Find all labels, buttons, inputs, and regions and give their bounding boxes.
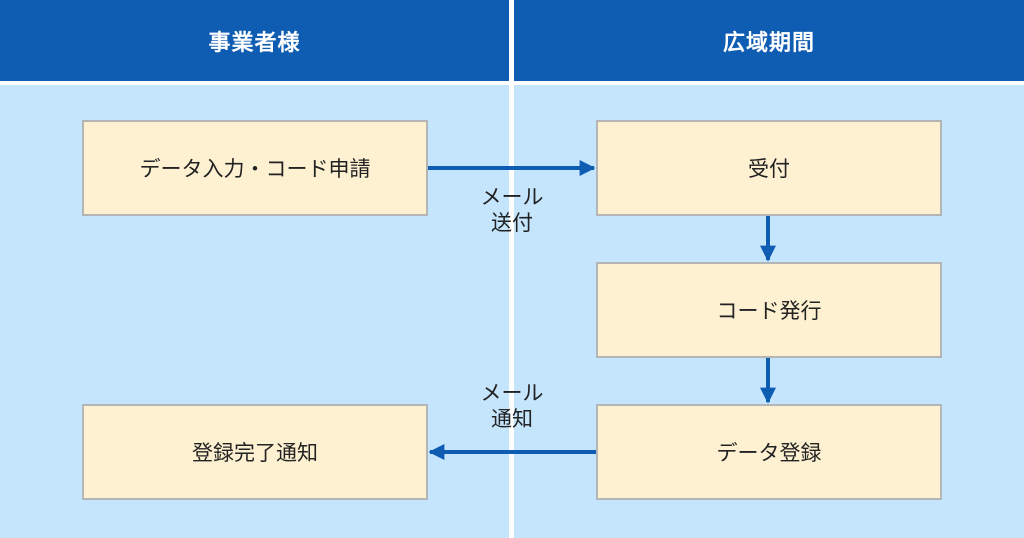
edge-label-mail-send-line1: メール xyxy=(480,185,544,209)
lane-header-business: 事業者様 xyxy=(0,0,509,81)
edge-label-mail-notify-line2: 通知 xyxy=(491,407,533,431)
lane-header-regional: 広域期間 xyxy=(514,0,1024,81)
node-registration-complete: 登録完了通知 xyxy=(82,404,428,500)
edge-label-mail-send: メール 送付 xyxy=(462,184,562,236)
edge-label-mail-notify: メール 通知 xyxy=(462,380,562,432)
edge-label-mail-send-line2: 送付 xyxy=(491,211,533,235)
node-receipt: 受付 xyxy=(596,120,942,216)
node-data-register: データ登録 xyxy=(596,404,942,500)
node-data-input: データ入力・コード申請 xyxy=(82,120,428,216)
node-code-issue: コード発行 xyxy=(596,262,942,358)
edge-label-mail-notify-line1: メール xyxy=(480,381,544,405)
